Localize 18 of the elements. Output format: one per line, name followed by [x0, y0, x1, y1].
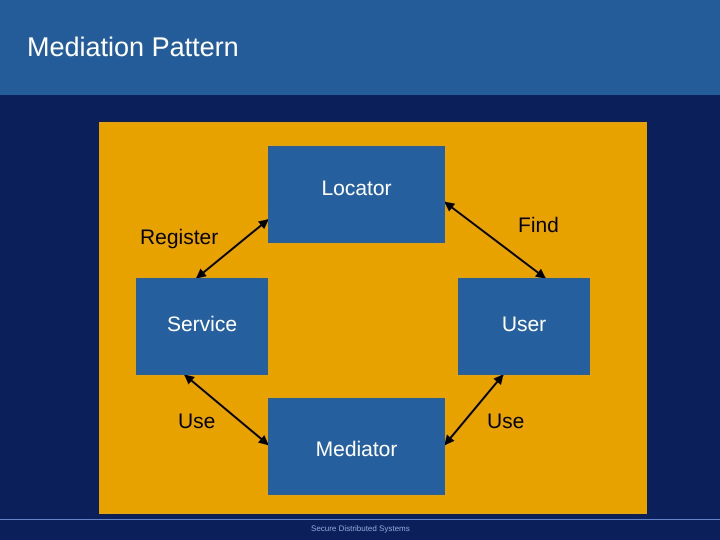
node-label: Locator — [320, 177, 393, 201]
double-arrow — [196, 218, 269, 279]
double-arrow — [184, 374, 269, 446]
process-box — [458, 278, 590, 375]
node-label: Mediator — [314, 438, 398, 462]
double-arrow — [444, 201, 546, 279]
node-label: User — [500, 313, 548, 337]
node-label: Service — [166, 313, 238, 337]
slide-title: Mediation Pattern — [27, 32, 239, 63]
edge-label: Find — [518, 214, 559, 238]
double-arrow — [444, 374, 504, 446]
process-box — [268, 146, 445, 243]
edge-label: Use — [487, 410, 524, 434]
edge-label: Register — [140, 226, 218, 250]
footer-text: Secure Distributed Systems — [311, 524, 410, 533]
process-box — [268, 398, 445, 495]
process-box — [136, 278, 268, 375]
edge-label: Use — [178, 410, 216, 434]
